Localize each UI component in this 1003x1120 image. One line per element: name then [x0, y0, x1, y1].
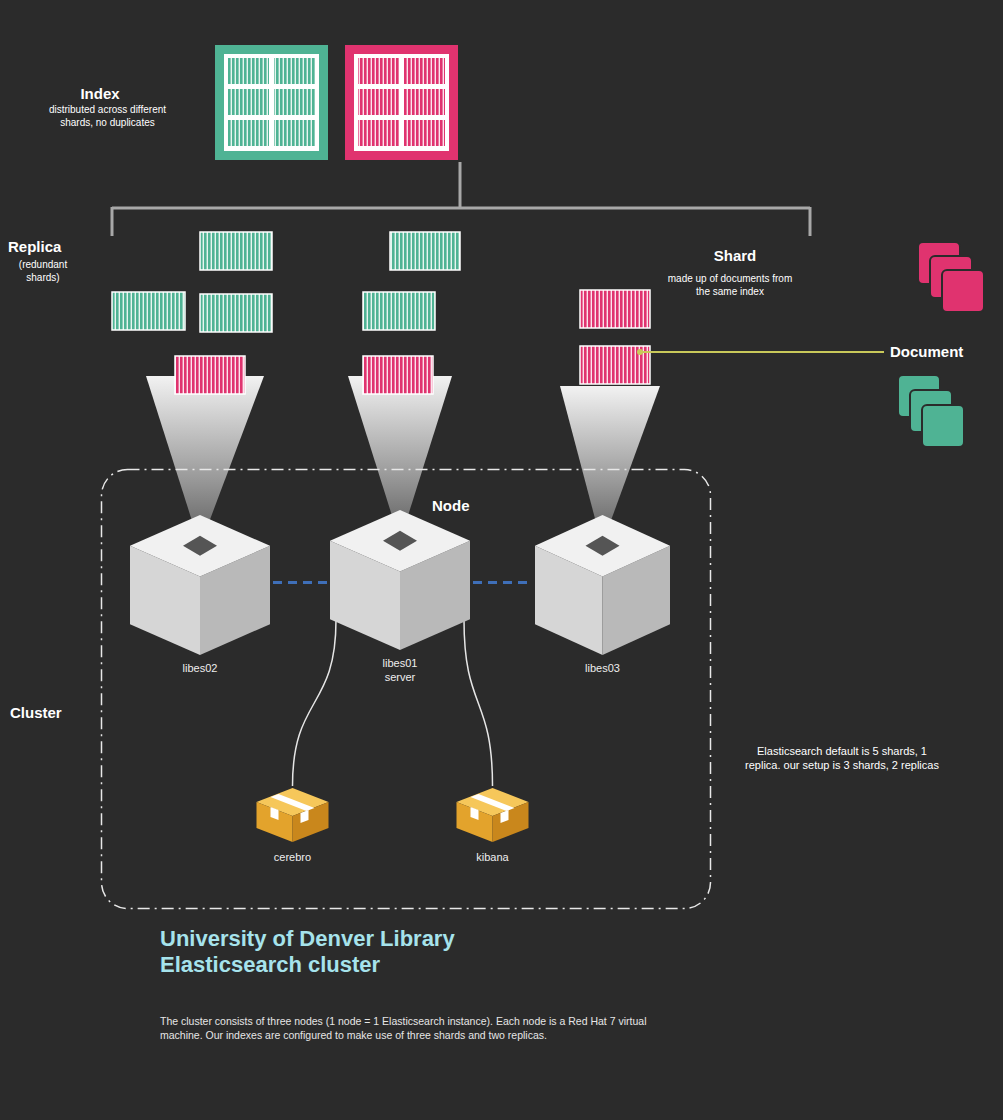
package-icon: [450, 786, 535, 844]
server-cube: [330, 510, 470, 650]
index-teal: [215, 45, 328, 160]
text-label: Replica: [8, 237, 88, 257]
node-label: cerebro: [250, 850, 335, 864]
wire: [464, 620, 493, 786]
shards: [112, 232, 650, 394]
text-label: distributed across different shards, no …: [40, 103, 175, 129]
tool-box: cerebro: [250, 786, 335, 869]
node-label: libes01 server: [370, 656, 430, 685]
bracket: [112, 162, 810, 236]
node-label: libes02: [130, 661, 270, 675]
title: University of Denver Library Elasticsear…: [160, 926, 500, 979]
server-node: libes02: [130, 515, 270, 680]
text-label: Node: [432, 496, 492, 516]
server-node: libes01 server: [330, 510, 470, 689]
text-label: Index: [60, 84, 140, 104]
text-label: Shard: [690, 246, 780, 266]
text-label: made up of documents from the same index: [664, 272, 796, 298]
tool-box: kibana: [450, 786, 535, 869]
cluster-region: Clusterlibes02libes01 serverlibes03cereb…: [100, 468, 712, 910]
server-cube: [130, 515, 270, 655]
text-label: Elasticsearch default is 5 shards, 1 rep…: [742, 744, 942, 773]
server-node: libes03: [535, 515, 670, 680]
network-link: [273, 581, 327, 584]
caption: The cluster consists of three nodes (1 n…: [160, 1014, 680, 1042]
text-label: (redundant shards): [8, 258, 78, 284]
leader-dot: [637, 349, 643, 355]
index-pink: [345, 45, 458, 160]
node-label: libes03: [535, 661, 670, 675]
wire: [293, 620, 337, 786]
package-icon: [250, 786, 335, 844]
network-link: [473, 581, 532, 584]
leader-line: [640, 351, 884, 353]
server-cube: [535, 515, 670, 655]
node-label: kibana: [450, 850, 535, 864]
cluster-label: Cluster: [10, 704, 62, 721]
text-label: Document: [890, 342, 1000, 362]
